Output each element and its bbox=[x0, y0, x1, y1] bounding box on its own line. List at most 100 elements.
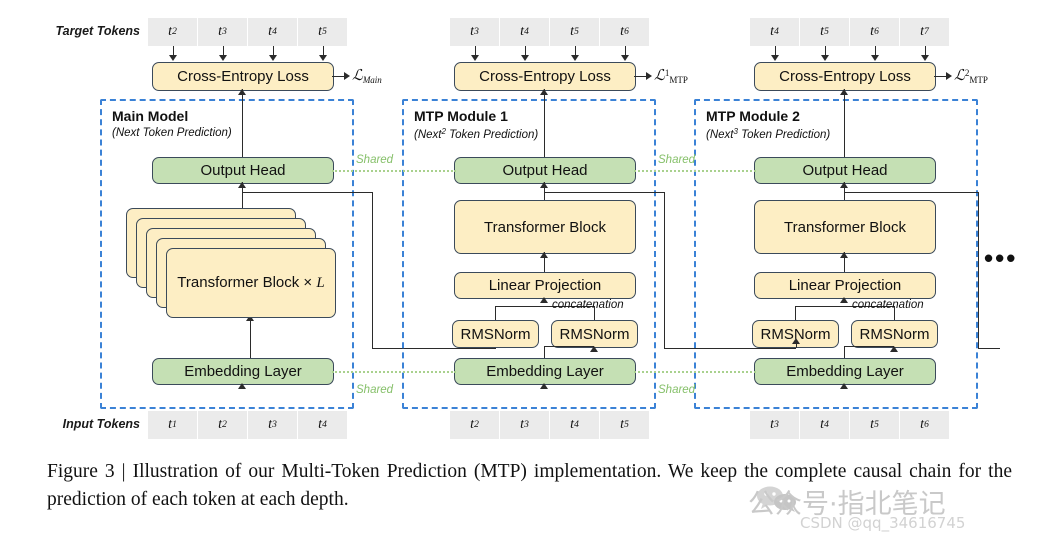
cross-entropy-loss-mtp1-label: Cross-Entropy Loss bbox=[479, 68, 611, 85]
caption-text: Illustration of our Multi-Token Predicti… bbox=[47, 461, 1012, 511]
target-token-arrowhead bbox=[318, 55, 327, 61]
token-letter: t bbox=[168, 417, 173, 432]
embedding-layer-main-label: Embedding Layer bbox=[184, 363, 302, 380]
token-letter: t bbox=[318, 417, 323, 432]
mtp1-branch-top-line bbox=[544, 192, 664, 193]
caption-prefix: Figure 3 | bbox=[47, 461, 133, 482]
loss-out-arrowhead bbox=[646, 71, 652, 80]
loss-subscript: MTP bbox=[969, 75, 988, 85]
module-title-mtp2: MTP Module 2 bbox=[706, 108, 800, 124]
target-token-arrowhead bbox=[770, 55, 779, 61]
token-letter: t bbox=[820, 24, 825, 39]
token-letter: t bbox=[620, 24, 625, 39]
loss-label-mtp2: ℒ2MTP bbox=[954, 66, 988, 85]
target-token-arrowhead bbox=[168, 55, 177, 61]
target-token-arrowhead bbox=[520, 55, 529, 61]
output-head-mtp2: Output Head bbox=[754, 157, 936, 184]
output-head-main: Output Head bbox=[152, 157, 334, 184]
token-index: 5 bbox=[624, 420, 629, 430]
token-letter: t bbox=[268, 417, 273, 432]
cross-entropy-loss-main: Cross-Entropy Loss bbox=[152, 62, 334, 91]
transformer-block-mtp1: Transformer Block bbox=[454, 200, 636, 254]
input-token-to-embedding-arrowhead bbox=[840, 383, 848, 389]
target-token-arrowhead bbox=[870, 55, 879, 61]
target-token-arrow-line bbox=[272, 46, 274, 56]
token-letter: t bbox=[268, 24, 273, 39]
embedding-layer-mtp2-label: Embedding Layer bbox=[786, 363, 904, 380]
main-branch-drop-line bbox=[372, 192, 373, 348]
token-index: 4 bbox=[774, 27, 779, 37]
transformer-to-output-head-arrowhead bbox=[540, 182, 548, 188]
transformer-to-output-head-line bbox=[242, 182, 243, 208]
target-token-arrowhead bbox=[218, 55, 227, 61]
cross-entropy-loss-mtp1: Cross-Entropy Loss bbox=[454, 62, 636, 91]
concatenation-left-riser bbox=[794, 306, 796, 320]
shared-embedding-mtp1-mtp2-line bbox=[634, 370, 756, 373]
concatenation-to-linear-arrowhead bbox=[540, 297, 548, 303]
subtitle-suffix: Token Prediction) bbox=[737, 129, 831, 141]
concatenation-bar bbox=[794, 306, 894, 307]
target-token-arrow-line bbox=[574, 46, 576, 56]
mtp1-branch-into-rmsnorm-line bbox=[796, 340, 797, 348]
subtitle-superscript: 3 bbox=[733, 127, 738, 136]
token-index: 3 bbox=[524, 420, 529, 430]
token-letter: t bbox=[770, 24, 775, 39]
rmsnorm-left-mtp1-label: RMSNorm bbox=[460, 325, 531, 343]
cross-entropy-loss-mtp2-label: Cross-Entropy Loss bbox=[779, 68, 911, 85]
token-index: 3 bbox=[272, 420, 277, 430]
target-token-arrowhead bbox=[620, 55, 629, 61]
output-head-to-ce-arrowhead bbox=[238, 89, 246, 95]
token-letter: t bbox=[570, 417, 575, 432]
shared-embedding-main-mtp1-label: Shared bbox=[356, 384, 394, 396]
target-token-arrow-line bbox=[824, 46, 826, 56]
target-token-arrowhead bbox=[570, 55, 579, 61]
token-letter: t bbox=[318, 24, 323, 39]
linear-to-transformer-line bbox=[544, 252, 545, 272]
target-tokens-label: Target Tokens bbox=[55, 24, 140, 38]
mtp1-branch-drop-line bbox=[664, 192, 665, 348]
target-token-arrow-line bbox=[172, 46, 174, 56]
target-token-arrowhead bbox=[268, 55, 277, 61]
token-letter: t bbox=[168, 24, 173, 39]
module-title-mtp1: MTP Module 1 bbox=[414, 108, 508, 124]
token-index: 3 bbox=[222, 27, 227, 37]
input-token-to-embedding-arrowhead bbox=[540, 383, 548, 389]
concatenation-right-riser bbox=[893, 306, 895, 320]
target-token-arrow-line bbox=[624, 46, 626, 56]
token-letter: t bbox=[770, 417, 775, 432]
main-branch-top-line bbox=[242, 192, 372, 193]
output-head-mtp1-label: Output Head bbox=[502, 162, 588, 179]
input-token-to-embedding-arrowhead bbox=[238, 383, 246, 389]
loss-out-line bbox=[634, 75, 648, 77]
rmsnorm-left-mtp1: RMSNorm bbox=[452, 320, 539, 348]
transformer-block-mtp1-label: Transformer Block bbox=[484, 218, 606, 236]
mtp2-branch-top-line bbox=[844, 192, 978, 193]
rmsnorm-right-mtp2: RMSNorm bbox=[851, 320, 938, 348]
token-index: 4 bbox=[524, 27, 529, 37]
subtitle-prefix: (Next bbox=[414, 129, 442, 141]
output-head-mtp1: Output Head bbox=[454, 157, 636, 184]
loss-subscript: MTP bbox=[669, 75, 688, 85]
main-branch-bottom-line bbox=[372, 348, 496, 349]
token-letter: t bbox=[520, 24, 525, 39]
shared-embedding-main-mtp1-line bbox=[332, 370, 456, 373]
module-frame-mtp2 bbox=[694, 99, 978, 409]
target-token-arrow-line bbox=[524, 46, 526, 56]
token-letter: t bbox=[218, 417, 223, 432]
loss-label-main: ℒMain bbox=[352, 66, 382, 85]
linear-to-transformer-arrowhead bbox=[540, 252, 548, 258]
